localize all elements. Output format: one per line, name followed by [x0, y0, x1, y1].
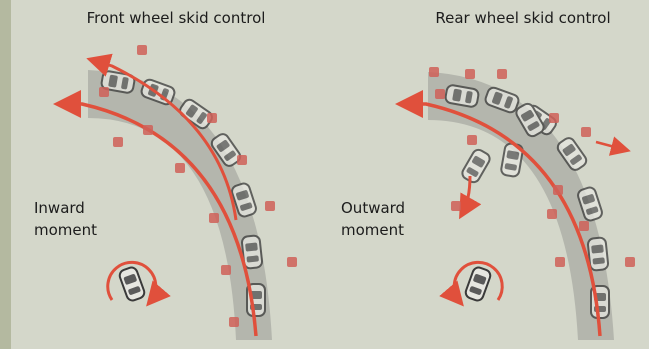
front-panel-title: Front wheel skid control [87, 9, 266, 27]
rear-panel [402, 67, 635, 340]
front-moment-line2: moment [34, 219, 97, 241]
front-rotation-icon [108, 262, 156, 302]
rear-correction-arrow [596, 142, 626, 150]
rear-moment-line2: moment [341, 219, 405, 241]
front-panel [60, 45, 297, 340]
rear-spin-arrow [462, 176, 470, 214]
rear-rotation-icon [454, 262, 502, 302]
rear-panel-title: Rear wheel skid control [435, 9, 610, 27]
rear-moment-line1: Outward [341, 197, 405, 219]
front-moment-label: Inward moment [34, 197, 97, 241]
front-moment-line1: Inward [34, 197, 97, 219]
rear-moment-label: Outward moment [341, 197, 405, 241]
